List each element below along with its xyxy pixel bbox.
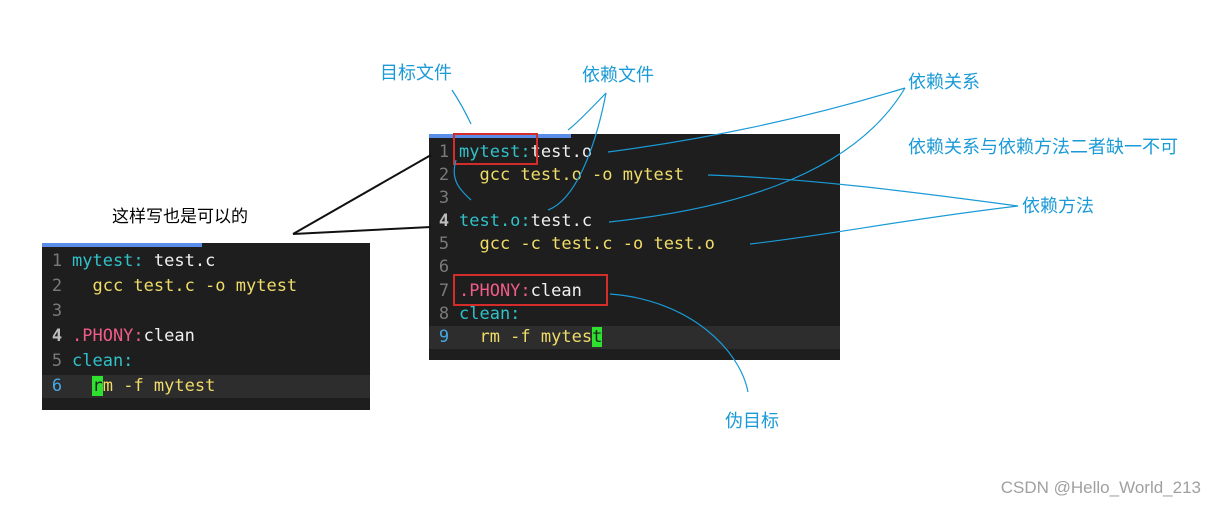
connector-method-2	[749, 205, 1019, 245]
command-token: s	[581, 327, 593, 347]
code-line-5: 5 clean:	[42, 350, 370, 373]
connector-dep-file-3	[547, 92, 607, 211]
line-number: 1	[51, 251, 63, 271]
target-token: test.o:	[459, 211, 531, 231]
label-rule-note: 依赖关系与依赖方法二者缺一不可	[908, 137, 1178, 158]
code-line-3: 3	[42, 300, 370, 323]
code-line-8: 8 clean:	[429, 303, 840, 326]
dependency-token: test.o	[530, 142, 593, 162]
line-number: 4	[51, 326, 63, 346]
command-token: gcc -c test.c -o test.o	[459, 234, 715, 254]
phony-token: .PHONY:	[72, 326, 144, 346]
code-line-3: 3	[429, 187, 840, 210]
connector-method-1	[707, 174, 1019, 207]
editor-tab-bar	[429, 134, 571, 138]
command-token: rm -f myte	[459, 327, 582, 347]
line-number: 6	[51, 376, 63, 396]
highlight-box-target	[453, 133, 538, 165]
command-token: m -f mytest	[102, 376, 216, 396]
dependency-token: test.c	[143, 251, 216, 271]
code-line-5: 5 gcc -c test.c -o test.o	[429, 233, 840, 256]
editor-tab-bar	[42, 243, 202, 247]
connector-target-file	[451, 89, 472, 125]
line-number: 3	[51, 301, 63, 321]
connector-relation-2	[608, 87, 906, 223]
label-alt-note: 这样写也是可以的	[112, 207, 248, 227]
code-line-9[interactable]: 9 rm -f mytest	[429, 326, 840, 349]
editor-alt-makefile: 1 mytest: test.c 2 gcc test.c -o mytest 3…	[42, 243, 370, 410]
text-cursor: r	[92, 376, 103, 396]
line-number: 4	[438, 211, 450, 231]
code-line-6: 6	[429, 256, 840, 279]
label-target-file: 目标文件	[380, 63, 452, 84]
target-token: clean:	[459, 304, 521, 324]
command-token: gcc test.o -o mytest	[459, 165, 685, 185]
phony-target-token: clean	[143, 326, 195, 346]
line-number: 2	[51, 276, 63, 296]
target-token: clean:	[72, 351, 134, 371]
code-line-2: 2 gcc test.o -o mytest	[429, 164, 840, 187]
code-line-2: 2 gcc test.c -o mytest	[42, 275, 370, 298]
target-token: mytest:	[459, 142, 531, 162]
connector-pseudo-target	[609, 293, 749, 393]
code-line-4: 4 .PHONY:clean	[42, 325, 370, 348]
label-pseudo-target: 伪目标	[725, 411, 779, 432]
dependency-token: test.c	[530, 211, 593, 231]
label-dependency-file: 依赖文件	[582, 65, 654, 86]
line-number: 6	[438, 257, 450, 277]
connector-alt-1	[292, 154, 432, 235]
text-cursor: t	[592, 327, 603, 347]
code-line-7: 7 .PHONY:clean	[429, 280, 840, 303]
connector-alt-2	[292, 226, 432, 235]
line-number: 3	[438, 188, 450, 208]
line-number: 7	[438, 281, 450, 301]
line-number: 8	[438, 304, 450, 324]
connector-dep-file-2	[453, 159, 472, 201]
code-line-6[interactable]: 6 rm -f mytest	[42, 375, 370, 398]
line-number: 5	[438, 234, 450, 254]
label-dependency-relation: 依赖关系	[908, 72, 980, 93]
code-line-1: 1 mytest: test.c	[42, 250, 370, 273]
code-line-1: 1 mytest:test.o	[429, 141, 840, 164]
highlight-box-phony	[453, 274, 608, 306]
phony-token: .PHONY:	[459, 281, 531, 301]
target-token: mytest:	[72, 251, 144, 271]
phony-target-token: clean	[530, 281, 582, 301]
label-dependency-method: 依赖方法	[1022, 196, 1094, 217]
watermark: CSDN @Hello_World_213	[1000, 478, 1201, 497]
line-number: 5	[51, 351, 63, 371]
line-number: 9	[438, 327, 450, 347]
code-line-4: 4 test.o:test.c	[429, 210, 840, 233]
line-number: 1	[438, 142, 450, 162]
connector-relation-1	[607, 87, 906, 153]
line-number: 2	[438, 165, 450, 185]
connector-dep-file-1	[567, 92, 607, 131]
command-token: gcc test.c -o mytest	[72, 276, 298, 296]
